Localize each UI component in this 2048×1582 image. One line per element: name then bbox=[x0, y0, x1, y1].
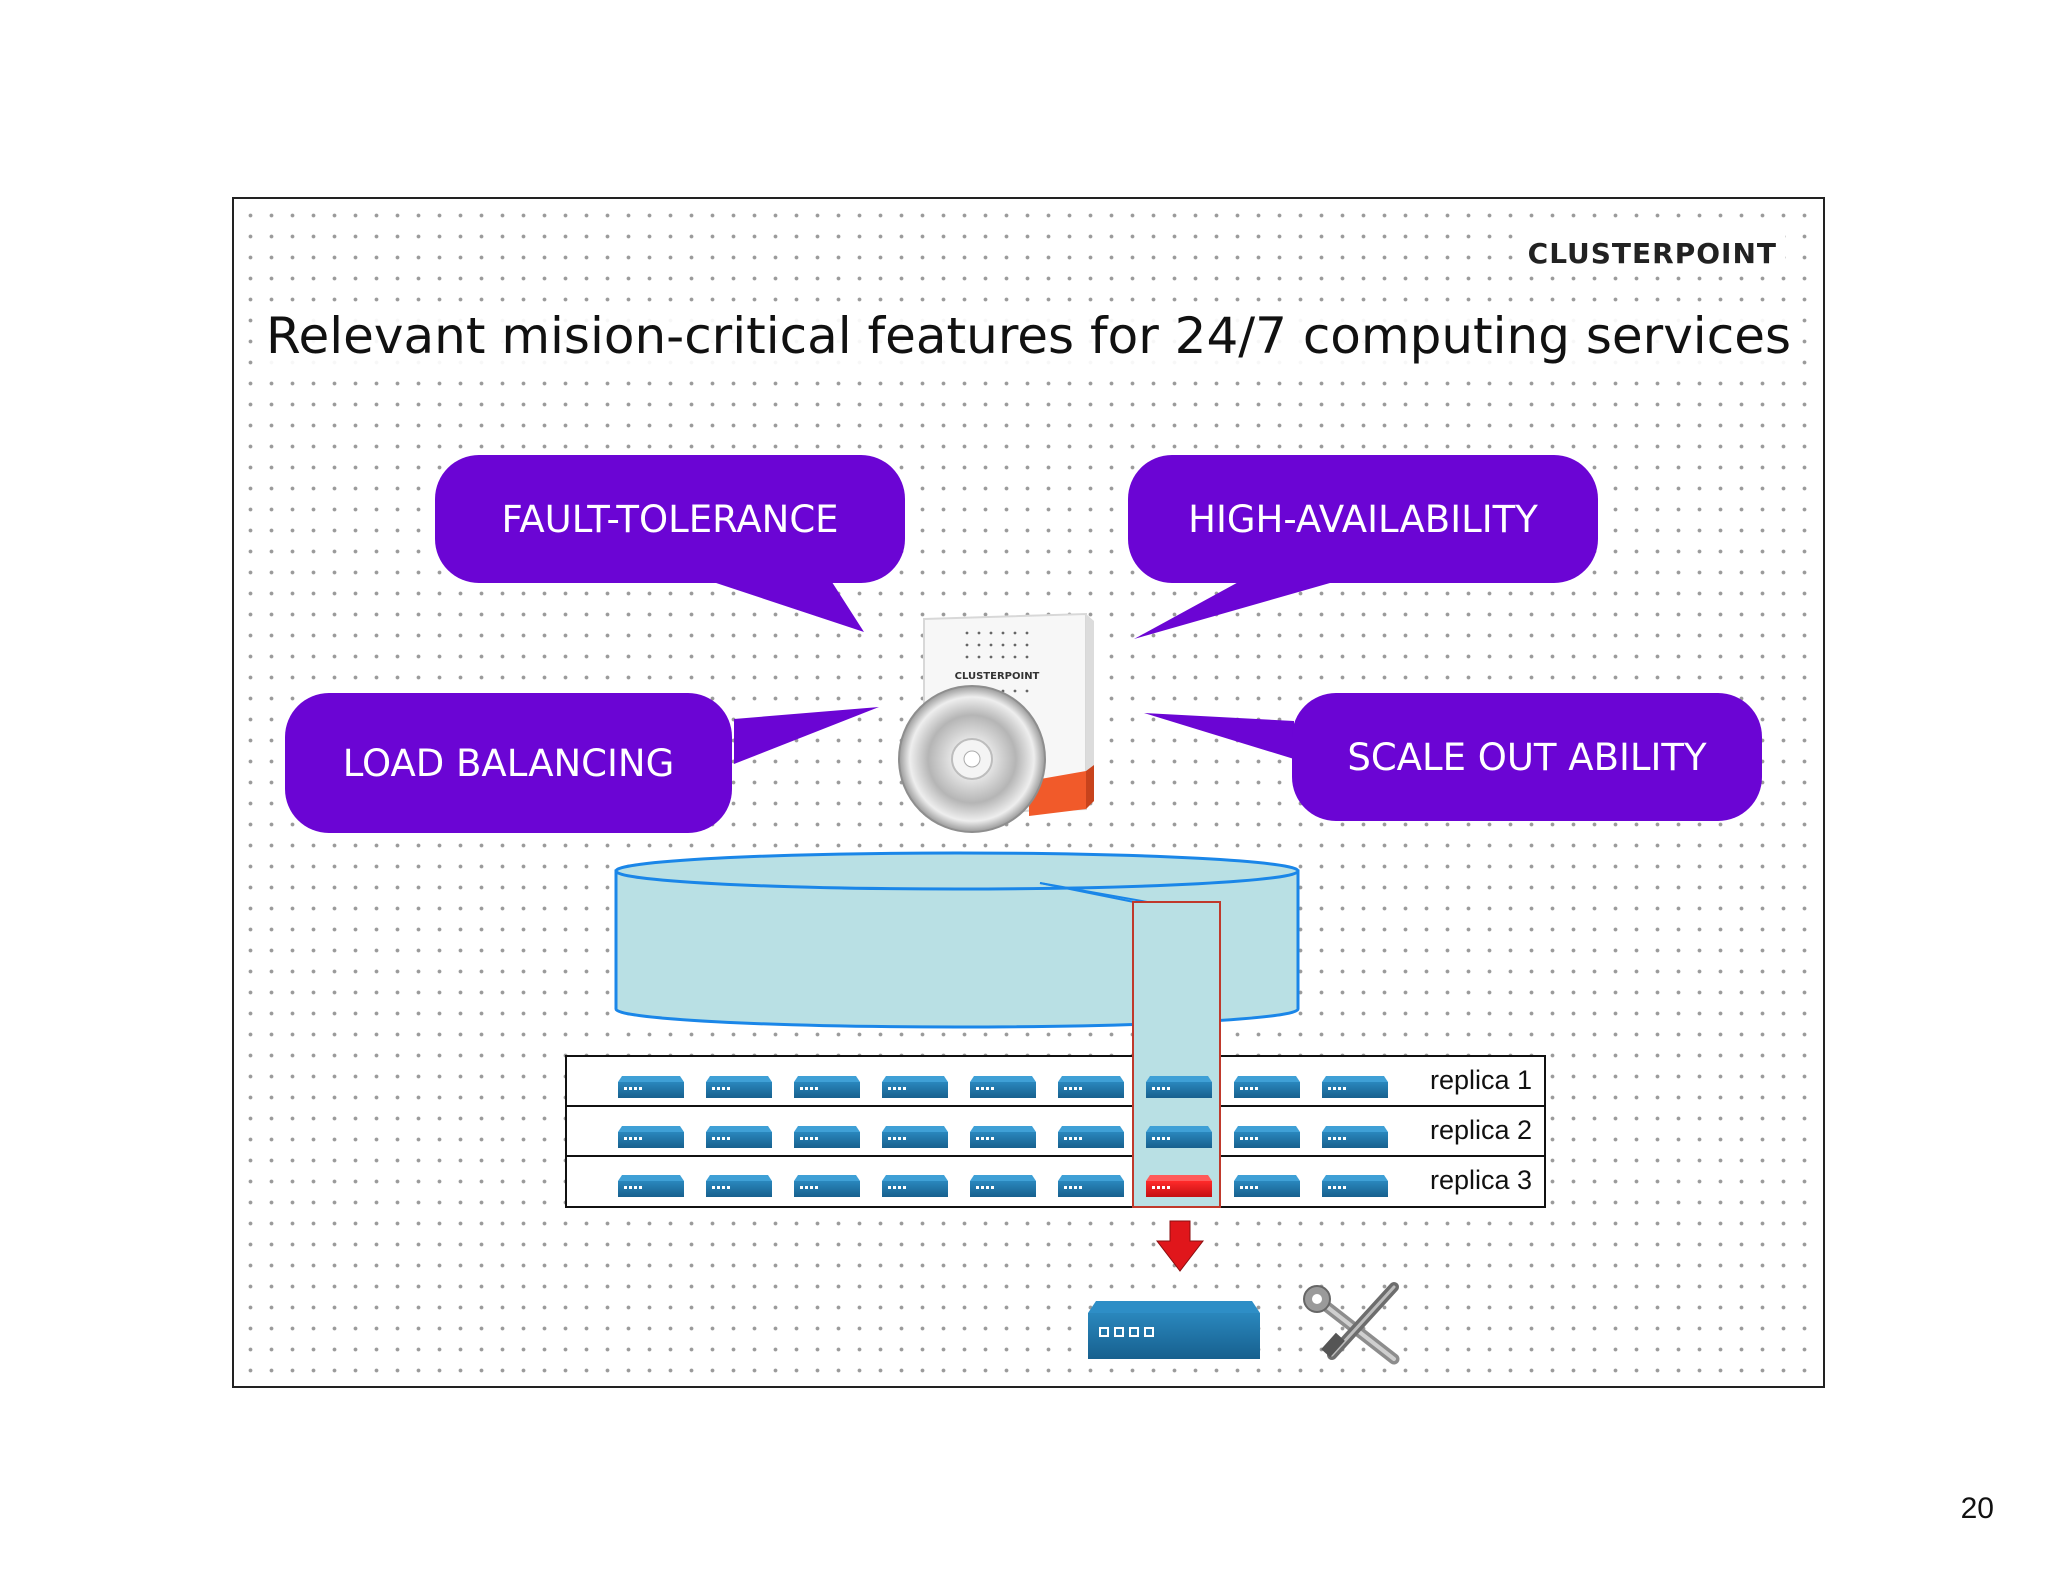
server-icon bbox=[794, 1175, 860, 1197]
page-number: 20 bbox=[1960, 1492, 1994, 1525]
replica-label-3: replica 3 bbox=[1430, 1165, 1533, 1195]
bubble-high-availability: HIGH-AVAILABILITY bbox=[1128, 455, 1598, 583]
server-icon bbox=[1146, 1076, 1212, 1098]
slide: CLUSTERPOINT Relevant mision-critical fe… bbox=[232, 197, 1825, 1388]
server-icon bbox=[1058, 1126, 1124, 1148]
product-box-label: CLUSTERPOINT bbox=[955, 671, 1040, 682]
diagram-canvas: CLUSTERPOINT bbox=[565, 579, 1546, 1365]
server-icon bbox=[1322, 1076, 1388, 1098]
server-icon bbox=[882, 1126, 948, 1148]
server-icon bbox=[794, 1076, 860, 1098]
server-icon bbox=[1058, 1076, 1124, 1098]
server-icon bbox=[1234, 1126, 1300, 1148]
bubble-fault-tolerance: FAULT-TOLERANCE bbox=[435, 455, 905, 583]
bubble-load-balancing: LOAD BALANCING bbox=[285, 693, 732, 833]
server-icon bbox=[1234, 1076, 1300, 1098]
server-icon bbox=[706, 1175, 772, 1197]
server-icon bbox=[1234, 1175, 1300, 1197]
replica-label-1: replica 1 bbox=[1430, 1065, 1533, 1095]
server-icon bbox=[618, 1175, 684, 1197]
bubble-tail-load-balancing bbox=[734, 707, 879, 764]
server-icon bbox=[1146, 1126, 1212, 1148]
bubble-scale-out-ability: SCALE OUT ABILITY bbox=[1292, 693, 1762, 821]
server-grid bbox=[618, 1076, 1388, 1197]
server-icon bbox=[970, 1076, 1036, 1098]
server-icon bbox=[618, 1126, 684, 1148]
bubble-tail-high-availability bbox=[1134, 579, 1344, 639]
brand-logo: CLUSTERPOINT bbox=[1519, 233, 1785, 274]
server-icon bbox=[1058, 1175, 1124, 1197]
server-icon bbox=[706, 1126, 772, 1148]
slide-title: Relevant mision-critical features for 24… bbox=[234, 307, 1823, 365]
failed-server-icon bbox=[1146, 1175, 1212, 1197]
server-icon bbox=[1322, 1126, 1388, 1148]
red-down-arrow-icon bbox=[1155, 1220, 1205, 1272]
server-icon bbox=[618, 1076, 684, 1098]
slide-title-text: Relevant mision-critical features for 24… bbox=[260, 307, 1797, 365]
replica-label-2: replica 2 bbox=[1430, 1115, 1533, 1145]
wrench-screwdriver-icon bbox=[1303, 1282, 1400, 1365]
server-icon bbox=[882, 1076, 948, 1098]
server-icon bbox=[882, 1175, 948, 1197]
bubble-tail-fault-tolerance bbox=[704, 579, 864, 632]
server-icon bbox=[1322, 1175, 1388, 1197]
server-icon bbox=[706, 1076, 772, 1098]
replacement-server-icon bbox=[1088, 1301, 1260, 1359]
highlighted-partition-column bbox=[1132, 901, 1221, 1208]
server-icon bbox=[970, 1126, 1036, 1148]
cd-disc-icon bbox=[898, 685, 1046, 833]
database-cylinder bbox=[614, 851, 1300, 1029]
server-icon bbox=[794, 1126, 860, 1148]
bubble-tail-scale-out bbox=[1144, 713, 1294, 759]
server-icon bbox=[970, 1175, 1036, 1197]
